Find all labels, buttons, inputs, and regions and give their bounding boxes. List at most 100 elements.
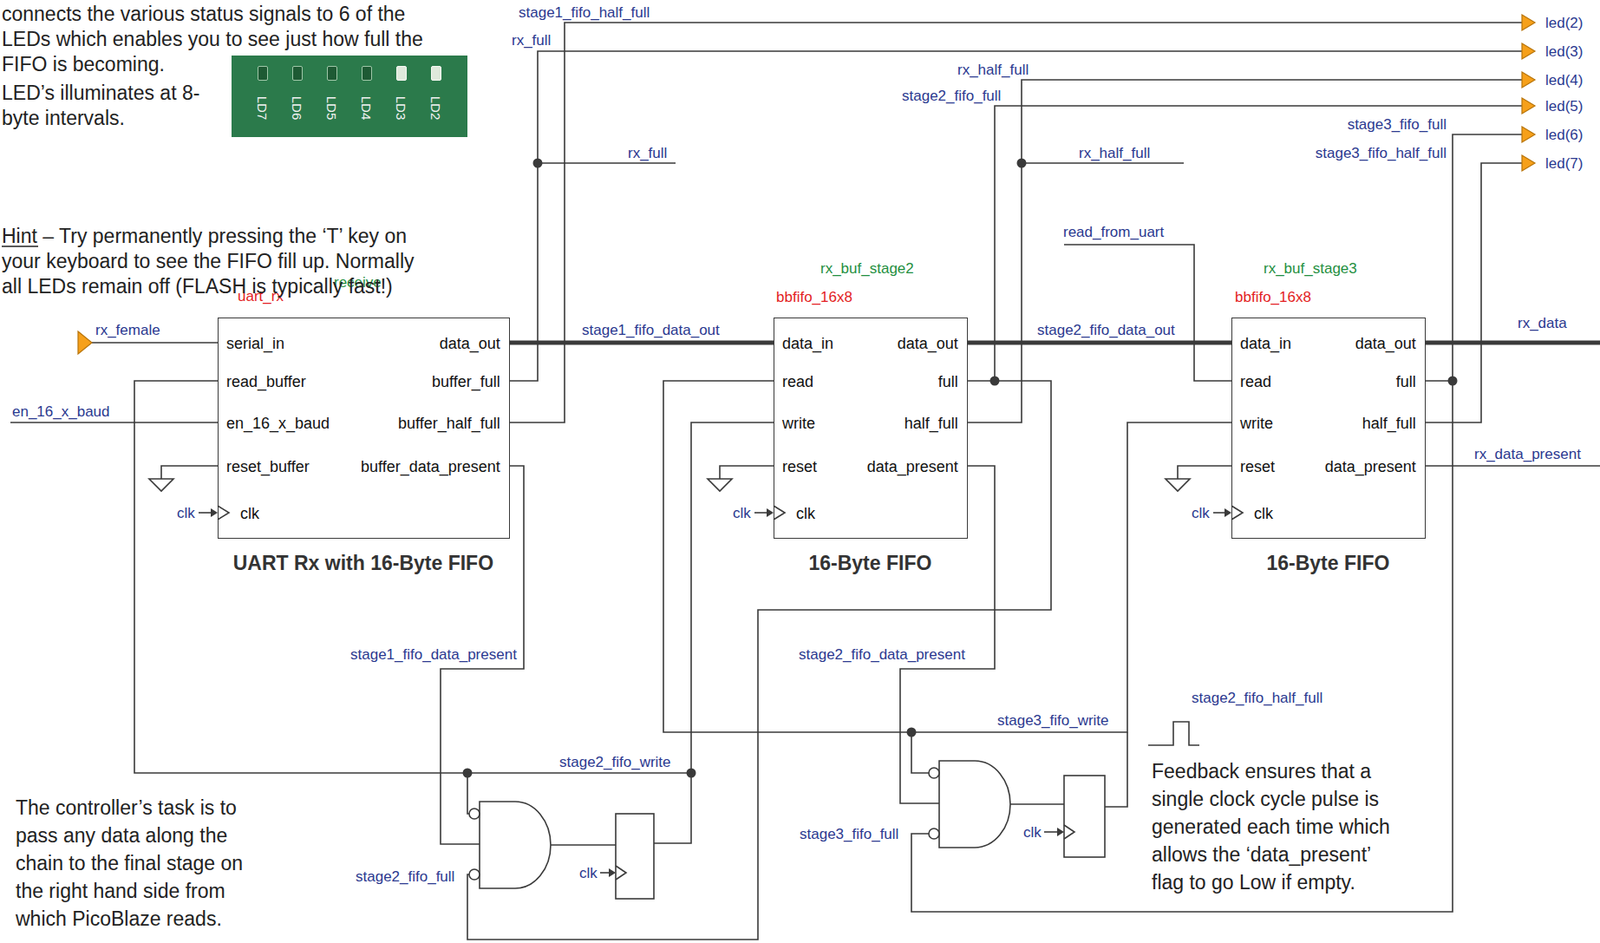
port-label: rx_female <box>95 322 161 338</box>
junction-dot <box>1448 376 1458 386</box>
ground-symbol <box>1165 478 1190 491</box>
signal-label: stage2_fifo_data_present <box>798 646 966 662</box>
wire <box>900 465 995 804</box>
signal-label: stage3_fifo_half_full <box>1315 145 1447 161</box>
led-label: LD3 <box>395 95 409 120</box>
block-caption: UART Rx with 16-Byte FIFO <box>233 553 494 574</box>
signal-label: read_from_uart <box>1063 224 1164 240</box>
inverter-bubble <box>928 828 940 839</box>
wire <box>10 421 218 424</box>
port-name: data_out <box>897 335 959 352</box>
led-panel: LD7LD6LD5LD4LD3LD2 <box>231 55 468 138</box>
arrowhead <box>210 508 218 517</box>
port-name: reset <box>1240 458 1275 475</box>
wire <box>1010 803 1065 805</box>
inverter-bubble <box>469 868 480 880</box>
led-lamp <box>361 65 373 81</box>
port-name: full <box>938 373 959 390</box>
led-lamp <box>257 65 268 81</box>
wire <box>1021 162 1184 164</box>
signal-label: stage2_fifo_full <box>355 868 455 884</box>
signal-label: stage1_fifo_half_full <box>518 5 650 20</box>
signal-label: stage2_fifo_data_out <box>1037 322 1176 338</box>
instance-name: rx_buf_stage2 <box>820 261 915 276</box>
signal-label: rx_data <box>1517 315 1568 331</box>
wire <box>967 79 1522 423</box>
data-bus <box>1425 340 1600 346</box>
data-bus <box>509 340 774 346</box>
wire <box>509 22 1522 423</box>
port-name: write <box>1240 415 1274 432</box>
port-name: reset <box>782 458 817 475</box>
port-name: read <box>782 373 814 390</box>
signal-label: en_16_x_baud <box>12 404 111 419</box>
clock-label: clk <box>732 505 752 521</box>
led-lamp <box>326 65 338 81</box>
clock-label: clk <box>579 865 598 881</box>
port-label: led(3) <box>1545 44 1583 59</box>
signal-label: rx_data_present <box>1474 446 1581 462</box>
signal-label: stage3_fifo_full <box>1347 117 1447 132</box>
port-name: clk <box>240 505 260 522</box>
wire <box>1044 830 1058 833</box>
wire <box>1177 465 1232 479</box>
data-bus <box>967 340 1232 346</box>
output-port <box>1521 71 1535 88</box>
signal-label: rx_half_full <box>957 62 1029 78</box>
ground-symbol <box>149 478 174 491</box>
fifo-block: rx_buf_stage2bbfifo_16x8data_indata_outr… <box>773 317 968 539</box>
wire <box>1064 244 1232 381</box>
signal-wire <box>134 380 774 773</box>
wire <box>91 341 218 344</box>
led-label: LD6 <box>291 95 305 120</box>
port-name: buffer_data_present <box>360 458 501 475</box>
port-name: clk <box>1253 505 1274 522</box>
note-text: connects the various status signals to 6… <box>1 1 445 78</box>
block-caption: 16-Byte FIFO <box>808 553 932 574</box>
wire <box>537 162 676 164</box>
block-caption: 16-Byte FIFO <box>1266 553 1390 574</box>
module-name: bbfifo_16x8 <box>1234 289 1312 305</box>
note-text: The controller’s task is to pass any dat… <box>15 793 264 933</box>
arrowhead <box>766 508 774 517</box>
ground-symbol <box>707 478 732 491</box>
wire <box>994 105 1522 381</box>
port-name: data_present <box>867 458 959 475</box>
port-name: half_full <box>904 415 959 432</box>
junction-dot <box>1017 158 1027 169</box>
wire <box>1213 511 1226 514</box>
wire <box>1104 731 1128 807</box>
output-port <box>1521 126 1535 143</box>
led-lamp <box>431 65 442 81</box>
port-name: data_out <box>439 335 501 352</box>
signal-label: stage3_fifo_full <box>799 826 899 842</box>
signal-label: stage3_fifo_write <box>997 712 1110 728</box>
wire <box>509 51 1522 381</box>
port-name: half_full <box>1362 415 1417 432</box>
output-port <box>1521 155 1535 171</box>
note-text: LED’s illuminates at 8-byte intervals. <box>1 80 206 131</box>
junction-dot <box>533 158 543 169</box>
fifo-block: rx_buf_stage3bbfifo_16x8data_indata_outr… <box>1231 317 1426 539</box>
and-gate <box>939 760 1011 848</box>
port-name: buffer_half_full <box>398 415 501 432</box>
clock-input-symbol <box>1064 824 1075 839</box>
port-name: data_in <box>1240 335 1292 352</box>
note-text: Feedback ensures that a single clock cyc… <box>1151 757 1400 896</box>
wire <box>467 772 470 814</box>
port-label: led(6) <box>1545 127 1583 143</box>
port-name: read <box>1240 373 1272 390</box>
signal-label: stage2_fifo_write <box>559 754 672 770</box>
wire <box>653 772 692 843</box>
wire <box>1425 464 1600 467</box>
led-lamp <box>396 65 407 81</box>
signal-label: rx_full <box>511 32 551 48</box>
inverter-bubble <box>928 767 940 778</box>
port-name: en_16_x_baud <box>226 415 330 432</box>
clock-input-symbol <box>217 505 229 520</box>
clock-label: clk <box>1191 505 1210 521</box>
wire <box>754 511 768 514</box>
port-name: read_buffer <box>226 373 307 390</box>
output-port <box>1521 43 1535 59</box>
pulse-symbol <box>1148 721 1200 745</box>
